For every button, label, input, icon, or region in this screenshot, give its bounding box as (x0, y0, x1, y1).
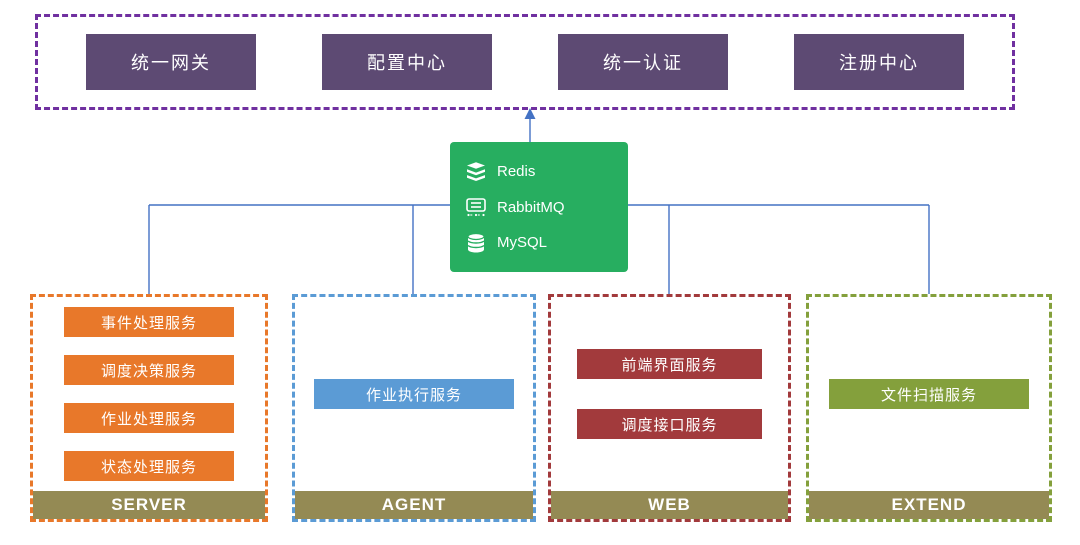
group-server: 事件处理服务 调度决策服务 作业处理服务 状态处理服务 SERVER (30, 294, 268, 522)
top-service-auth: 统一认证 (558, 34, 728, 90)
service-box: 调度接口服务 (577, 409, 762, 439)
top-service-registry: 注册中心 (794, 34, 964, 90)
service-box: 事件处理服务 (64, 307, 234, 337)
service-box: 调度决策服务 (64, 355, 234, 385)
middleware-box: Redis RabbitMQ (450, 142, 628, 272)
arrow-up-icon (524, 108, 536, 119)
middleware-label: MySQL (497, 234, 548, 251)
group-label-agent: AGENT (295, 491, 533, 519)
platform-services-group: 统一网关 配置中心 统一认证 注册中心 (35, 14, 1015, 110)
service-box: 作业执行服务 (314, 379, 514, 409)
service-box: 前端界面服务 (577, 349, 762, 379)
middleware-item-redis: Redis (464, 160, 618, 184)
group-web: 前端界面服务 调度接口服务 WEB (548, 294, 791, 522)
service-box: 作业处理服务 (64, 403, 234, 433)
top-service-config-center: 配置中心 (322, 34, 492, 90)
service-box: 文件扫描服务 (829, 379, 1029, 409)
redis-icon (464, 160, 488, 184)
middleware-item-rabbitmq: RabbitMQ (464, 195, 618, 219)
group-extend: 文件扫描服务 EXTEND (806, 294, 1052, 522)
group-label-web: WEB (551, 491, 788, 519)
service-box: 状态处理服务 (64, 451, 234, 481)
top-service-gateway: 统一网关 (86, 34, 256, 90)
middleware-item-mysql: MySQL (464, 231, 618, 255)
extend-services: 文件扫描服务 (809, 297, 1049, 491)
rabbitmq-icon (464, 195, 488, 219)
server-services: 事件处理服务 调度决策服务 作业处理服务 状态处理服务 (33, 297, 265, 491)
group-label-server: SERVER (33, 491, 265, 519)
web-services: 前端界面服务 调度接口服务 (551, 297, 788, 491)
middleware-label: Redis (497, 163, 536, 180)
middleware-label: RabbitMQ (497, 198, 565, 216)
mysql-icon (464, 231, 488, 255)
agent-services: 作业执行服务 (295, 297, 533, 491)
group-agent: 作业执行服务 AGENT (292, 294, 536, 522)
group-label-extend: EXTEND (809, 491, 1049, 519)
